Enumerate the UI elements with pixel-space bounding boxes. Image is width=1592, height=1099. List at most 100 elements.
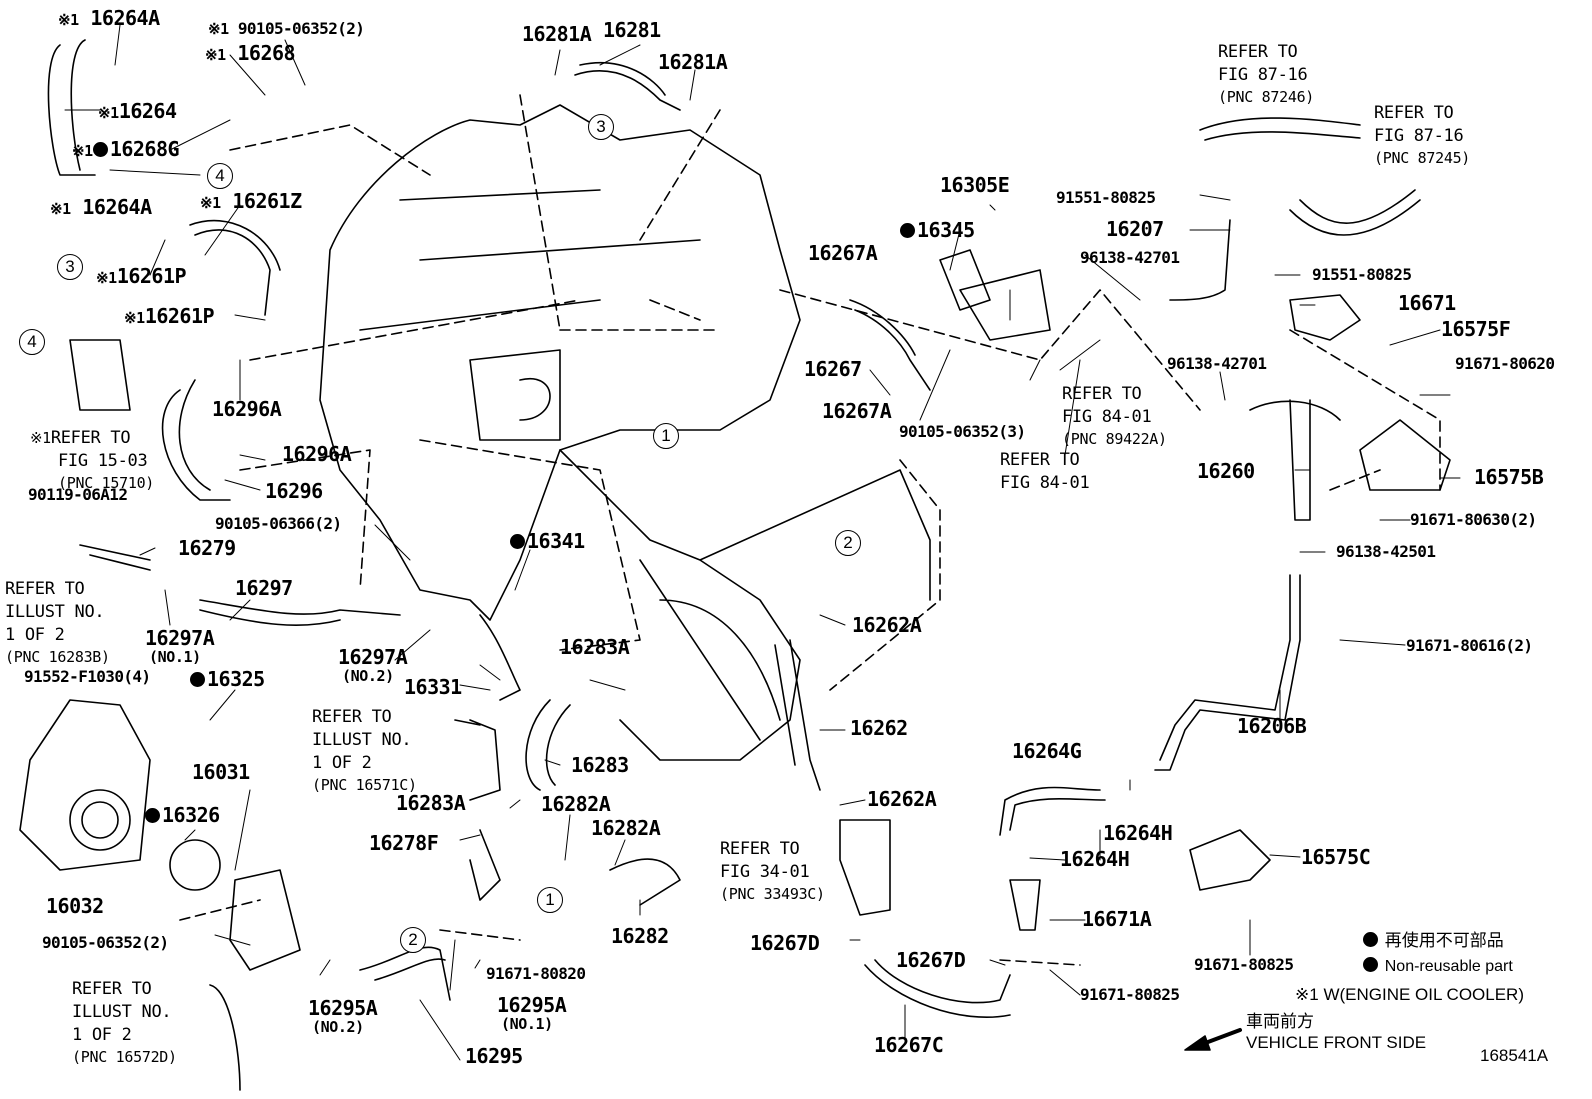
part-label[interactable]: 16305E (940, 173, 1010, 197)
part-label[interactable]: 91552-F1030(4) (24, 667, 151, 686)
part-label[interactable]: 16283 (571, 753, 629, 777)
part-label[interactable]: 16262A (867, 787, 937, 811)
front-direction-en: VEHICLE FRONT SIDE (1246, 1033, 1427, 1052)
part-label[interactable]: 90105-06352(2) (42, 933, 169, 952)
part-label[interactable]: 90105-06366(2) (215, 514, 342, 533)
circle-marker-1: 1 (537, 887, 563, 913)
part-label[interactable]: ※1 16268 (205, 41, 296, 65)
front-direction-jp: 車両前方 (1246, 1012, 1314, 1031)
non-reusable-icon (1363, 957, 1378, 972)
part-label[interactable]: 16262A (852, 613, 922, 637)
part-label[interactable]: 16267A (822, 399, 892, 423)
part-label[interactable]: 16297A(NO.1) (145, 626, 215, 666)
part-label[interactable]: 16282 (611, 924, 669, 948)
part-label[interactable]: 16267D (750, 931, 820, 955)
part-label[interactable]: 91551-80825 (1056, 188, 1156, 207)
part-label[interactable]: 91671-80825 (1080, 985, 1180, 1004)
part-label[interactable]: ※116261P (124, 304, 215, 328)
part-label[interactable]: 16283A (560, 635, 630, 659)
part-label[interactable]: 16341 (510, 531, 585, 551)
part-label[interactable]: 91671-80620 (1455, 354, 1555, 373)
part-label[interactable]: 16281 (603, 18, 661, 42)
part-label[interactable]: 16295A(NO.1) (497, 993, 567, 1033)
non-reusable-icon (190, 672, 205, 687)
part-label[interactable]: 16575B (1474, 465, 1544, 489)
part-label[interactable]: 16575C (1301, 845, 1371, 869)
part-label[interactable]: 16267D (896, 948, 966, 972)
part-label[interactable]: 16345 (900, 220, 975, 240)
part-label[interactable]: 16260 (1197, 459, 1255, 483)
part-label[interactable]: 96138-42701 (1167, 354, 1267, 373)
part-label[interactable]: 16295A(NO.2) (308, 996, 378, 1036)
circle-marker-3: 3 (57, 254, 83, 280)
part-label[interactable]: 16295 (465, 1044, 523, 1068)
part-label[interactable]: 91671-80825 (1194, 955, 1294, 974)
part-label[interactable]: 96138-42701 (1080, 248, 1180, 267)
diagram-id: 168541A (1480, 1046, 1549, 1065)
part-label[interactable]: 91671-80630(2) (1410, 510, 1537, 529)
part-label[interactable]: 96138-42501 (1336, 542, 1436, 561)
part-label[interactable]: 16671A (1082, 907, 1152, 931)
part-label[interactable]: 16267 (804, 357, 862, 381)
part-label[interactable]: 16278F (369, 831, 439, 855)
non-reusable-icon (510, 534, 525, 549)
part-label[interactable]: 16206B (1237, 714, 1307, 738)
part-label[interactable]: 90105-06352(3) (899, 422, 1026, 441)
part-label[interactable]: 16297 (235, 576, 293, 600)
part-label[interactable]: ※116264 (98, 99, 177, 123)
part-label[interactable]: ※116261P (96, 264, 187, 288)
part-label[interactable]: 16296A (282, 442, 352, 466)
part-label[interactable]: 91671-80616(2) (1406, 636, 1533, 655)
part-label[interactable]: 16283A (396, 791, 466, 815)
part-label[interactable]: 16326 (145, 805, 220, 825)
part-label[interactable]: 16279 (178, 536, 236, 560)
part-label[interactable]: 16296A (212, 397, 282, 421)
part-label[interactable]: 16264H (1103, 821, 1173, 845)
part-label[interactable]: 16262 (850, 716, 908, 740)
part-label[interactable]: 16281A (658, 50, 728, 74)
part-label[interactable]: 16281A (522, 22, 592, 46)
engine-outline (319, 104, 801, 621)
part-label[interactable]: 16575F (1441, 317, 1511, 341)
part-label[interactable]: 16031 (192, 760, 250, 784)
part-label[interactable]: ※1 16261Z (200, 189, 302, 213)
part-label[interactable]: 16267A (808, 241, 878, 265)
reference-note[interactable]: ※1REFER TO FIG 15-03 (PNC 15710) (30, 428, 155, 492)
part-label[interactable]: ※1 16264A (58, 6, 160, 30)
part-label[interactable]: 16297A(NO.2) (338, 645, 408, 685)
part-label[interactable]: 91551-80825 (1312, 265, 1412, 284)
legend-note1: ※1 W(ENGINE OIL COOLER) (1295, 985, 1524, 1004)
part-label[interactable]: 16282A (541, 792, 611, 816)
circle-marker-2: 2 (835, 530, 861, 556)
non-reusable-icon (145, 808, 160, 823)
part-label[interactable]: 16264H (1060, 847, 1130, 871)
part-label[interactable]: 16207 (1106, 217, 1164, 241)
non-reusable-icon (92, 142, 108, 157)
part-label[interactable]: 16325 (190, 669, 265, 689)
part-label[interactable]: 91671-80820 (486, 964, 586, 983)
part-label[interactable]: 16671 (1398, 291, 1456, 315)
part-label[interactable]: 16331 (404, 675, 462, 699)
part-label[interactable]: 16032 (46, 894, 104, 918)
legend-non-reusable-jp: 再使用不可部品 (1363, 932, 1504, 949)
part-label[interactable]: 16267C (874, 1033, 944, 1057)
part-label[interactable]: 16282A (591, 816, 661, 840)
part-label[interactable]: ※1 16264A (50, 195, 152, 219)
part-label[interactable]: 16264G (1012, 739, 1082, 763)
part-label[interactable]: 16296 (265, 479, 323, 503)
circle-marker-2: 2 (400, 927, 426, 953)
part-label[interactable]: ※1 90105-06352(2) (208, 19, 365, 38)
circle-marker-3: 3 (588, 114, 614, 140)
part-label[interactable]: 90119-06A12 (28, 485, 128, 504)
non-reusable-icon (1363, 932, 1378, 947)
